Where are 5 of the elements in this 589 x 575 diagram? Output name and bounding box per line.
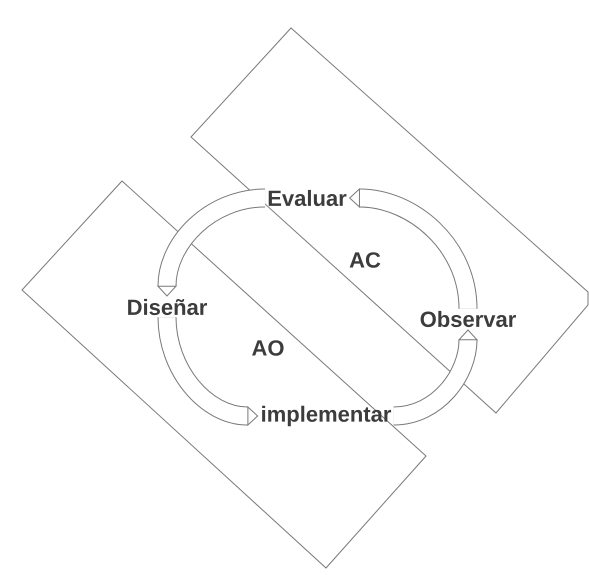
step-label: Evaluar bbox=[268, 190, 346, 206]
band-label: AO bbox=[252, 340, 284, 356]
step-label: Diseñar bbox=[128, 298, 208, 316]
step-label: Observar bbox=[420, 310, 516, 328]
band-label: AC bbox=[350, 252, 380, 268]
